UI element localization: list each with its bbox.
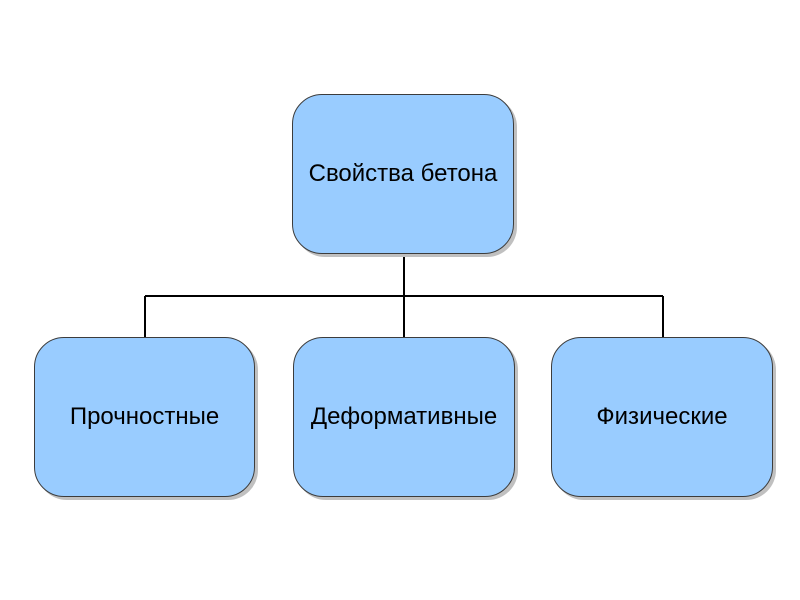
node-label-strength: Прочностные <box>69 403 220 430</box>
node-label-root: Свойства бетона <box>308 160 498 187</box>
node-label-deformation: Деформативные <box>310 403 498 430</box>
node-physical: Физические <box>551 337 773 497</box>
node-label-physical: Физические <box>596 403 728 430</box>
node-strength: Прочностные <box>34 337 255 497</box>
node-concrete-properties: Свойства бетона <box>292 94 514 254</box>
node-deformation: Деформативные <box>293 337 515 497</box>
